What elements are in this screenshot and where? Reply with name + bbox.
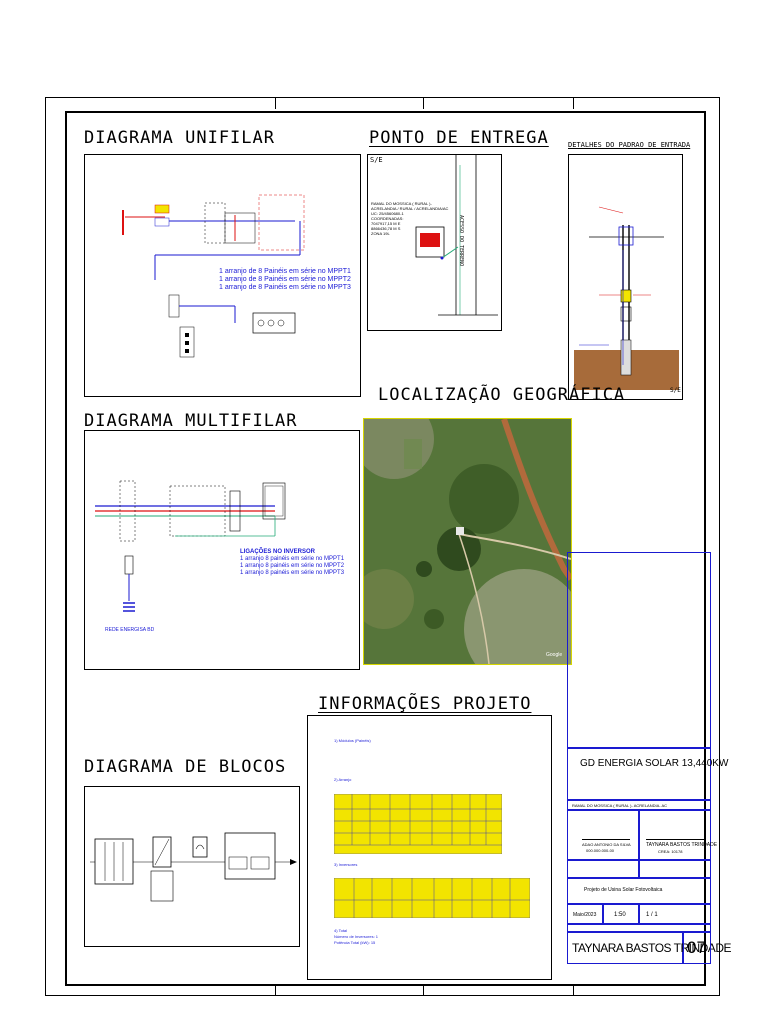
rede-label: REDE ENERGISA BD	[105, 627, 155, 633]
entrega-address: RAMAL DO MOSSICA ( RURAL )- ACRELANDIA /…	[371, 201, 448, 236]
padrao-diagram: S/E	[568, 154, 683, 400]
informacoes-title: INFORMAÇÕES PROJETO	[318, 694, 532, 714]
informacoes-panel: 1) Módulos (Painéis) 2) Arranjo 3) Inver…	[307, 715, 552, 980]
info-modulos: 1) Módulos (Painéis)	[334, 738, 371, 743]
address-line: ACRELANDIA / RURAL / ACRELANDIA/AC	[371, 206, 449, 211]
road-label: ACESSO DO TERRENO	[458, 215, 464, 267]
blocos-diagram	[84, 786, 300, 947]
arranjo-table-grid	[333, 793, 503, 855]
total-line: Potência Total (kW): 15	[334, 940, 376, 945]
multifilar-drawing	[95, 480, 286, 612]
frame-tick	[423, 986, 424, 996]
arranjo-table	[333, 793, 503, 855]
entrega-drawing	[415, 155, 498, 316]
signature-name: TAYNARA BASTOS TRINDADE	[572, 941, 731, 955]
owner-name: ADAO ANTONIO DA SILVA	[582, 842, 631, 847]
sheet-code-cell: 1 / 1	[639, 904, 711, 924]
entrega-scale: S/E	[370, 156, 383, 164]
descricao-cell: Projeto de Usina Solar Fotovoltaica	[567, 878, 711, 904]
info-inversores: 3) Inversores	[334, 862, 358, 867]
ligacao-line: 1 arranjo 8 painéis em série no MPPT1	[240, 556, 345, 562]
unifilar-diagram	[84, 154, 361, 397]
padrao-title: DETALHES DO PADRAO DE ENTRADA	[568, 141, 691, 149]
ligacoes-title: LIGAÇÕES NO INVERSOR	[240, 549, 316, 555]
address-cell: RAMAL DO MOSSICA ( RURAL )- ACRELANDIA- …	[567, 800, 711, 810]
entrega-title: PONTO DE ENTREGA	[369, 128, 549, 148]
inversores-table-grid	[333, 877, 531, 919]
frame-tick	[573, 986, 574, 996]
project-name-cell: GD ENERGIA SOLAR 13,440KW	[567, 748, 728, 800]
total-line: Número de Inversores: 1	[334, 934, 379, 939]
sheet-inner-border	[65, 111, 706, 986]
entrega-diagram: S/E RAMAL DO MOSSICA ( RURAL )- ACRELAND…	[367, 154, 502, 331]
engineer-signature-line	[646, 839, 706, 840]
owner-doc: 000.000.000-00	[586, 848, 615, 853]
unifilar-arranjos: 1 arranjo de 8 Painéis em série no MPPT1…	[219, 268, 351, 292]
multifilar-ligacoes: LIGAÇÕES NO INVERSOR 1 arranjo 8 painéis…	[240, 549, 344, 577]
arranjo-line: 1 arranjo de 8 Painéis em série no MPPT2	[219, 276, 351, 283]
map-watermark: Google	[546, 652, 563, 658]
sheet-number-cell: 07	[683, 932, 711, 964]
engineer-name: TAYNARA BASTOS TRINDADE	[646, 842, 718, 848]
address-line: ZONA 19L	[371, 231, 390, 236]
sheet-number: 07	[687, 938, 706, 957]
blocos-title: DIAGRAMA DE BLOCOS	[84, 757, 287, 777]
address-line: UC: 25/4560680-1	[371, 211, 404, 216]
address-line: COORDENADAS:	[371, 216, 404, 221]
frame-tick	[275, 986, 276, 996]
sheet-outer-border	[45, 97, 720, 996]
ligacao-line: 1 arranjo 8 painéis em série no MPPT2	[240, 563, 345, 569]
info-arranjo: 2) Arranjo	[334, 777, 352, 782]
drawing-scale: 1:50	[614, 912, 626, 918]
address-line: 8866436,78 M S	[371, 226, 401, 231]
title-block-notes	[567, 552, 711, 748]
satellite-map[interactable]: Google	[363, 418, 572, 665]
frame-tick	[423, 97, 424, 109]
localizacao-title: LOCALIZAÇÃO GEOGRÁFICA	[378, 385, 626, 405]
frame-tick	[573, 97, 574, 109]
spacer-cell	[567, 924, 711, 932]
inversores-table	[333, 877, 531, 919]
multifilar-diagram: LIGAÇÕES NO INVERSOR 1 arranjo 8 painéis…	[84, 430, 360, 670]
date-cell: Maio/2023	[567, 904, 603, 924]
drawing-date: Maio/2023	[573, 912, 597, 918]
address-line: RAMAL DO MOSSICA ( RURAL )-	[371, 201, 432, 206]
padrao-scale: S/E	[670, 387, 681, 394]
sheet-code: 1 / 1	[646, 912, 658, 918]
map-imagery	[364, 419, 571, 664]
signature-name-cell: TAYNARA BASTOS TRINDADE	[567, 932, 731, 964]
unifilar-drawing	[122, 194, 305, 358]
descricao: Projeto de Usina Solar Fotovoltaica	[584, 887, 663, 893]
project-address: RAMAL DO MOSSICA ( RURAL )- ACRELANDIA- …	[572, 803, 668, 808]
unifilar-title: DIAGRAMA UNIFILAR	[84, 128, 275, 148]
ligacao-line: 1 arranjo 8 painéis em série no MPPT3	[240, 570, 345, 576]
arranjo-line: 1 arranjo de 8 Painéis em série no MPPT3	[219, 284, 351, 291]
info-total: 4) Total Número de Inversores: 1 Potênci…	[334, 928, 378, 946]
engineer-crea: CREA: 10178	[658, 849, 683, 854]
project-name: GD ENERGIA SOLAR 13,440KW	[580, 758, 729, 769]
signature-cell-a	[567, 860, 639, 878]
owner-signature-line	[582, 839, 630, 840]
address-line: 7047917,15 M E	[371, 221, 401, 226]
blocos-drawing	[90, 832, 297, 902]
owner-cell: ADAO ANTONIO DA SILVA 000.000.000-00	[567, 810, 639, 860]
engineer-cell: TAYNARA BASTOS TRINDADE CREA: 10178	[639, 810, 717, 860]
title-block: GD ENERGIA SOLAR 13,440KW RAMAL DO MOSSI…	[567, 552, 731, 984]
total-heading: 4) Total	[334, 928, 348, 933]
arranjo-line: 1 arranjo de 8 Painéis em série no MPPT1	[219, 268, 351, 275]
padrao-drawing	[574, 206, 679, 390]
frame-tick	[275, 97, 276, 109]
signature-cell-b	[639, 860, 711, 878]
scale-cell: 1:50	[603, 904, 639, 924]
multifilar-title: DIAGRAMA MULTIFILAR	[84, 411, 298, 431]
